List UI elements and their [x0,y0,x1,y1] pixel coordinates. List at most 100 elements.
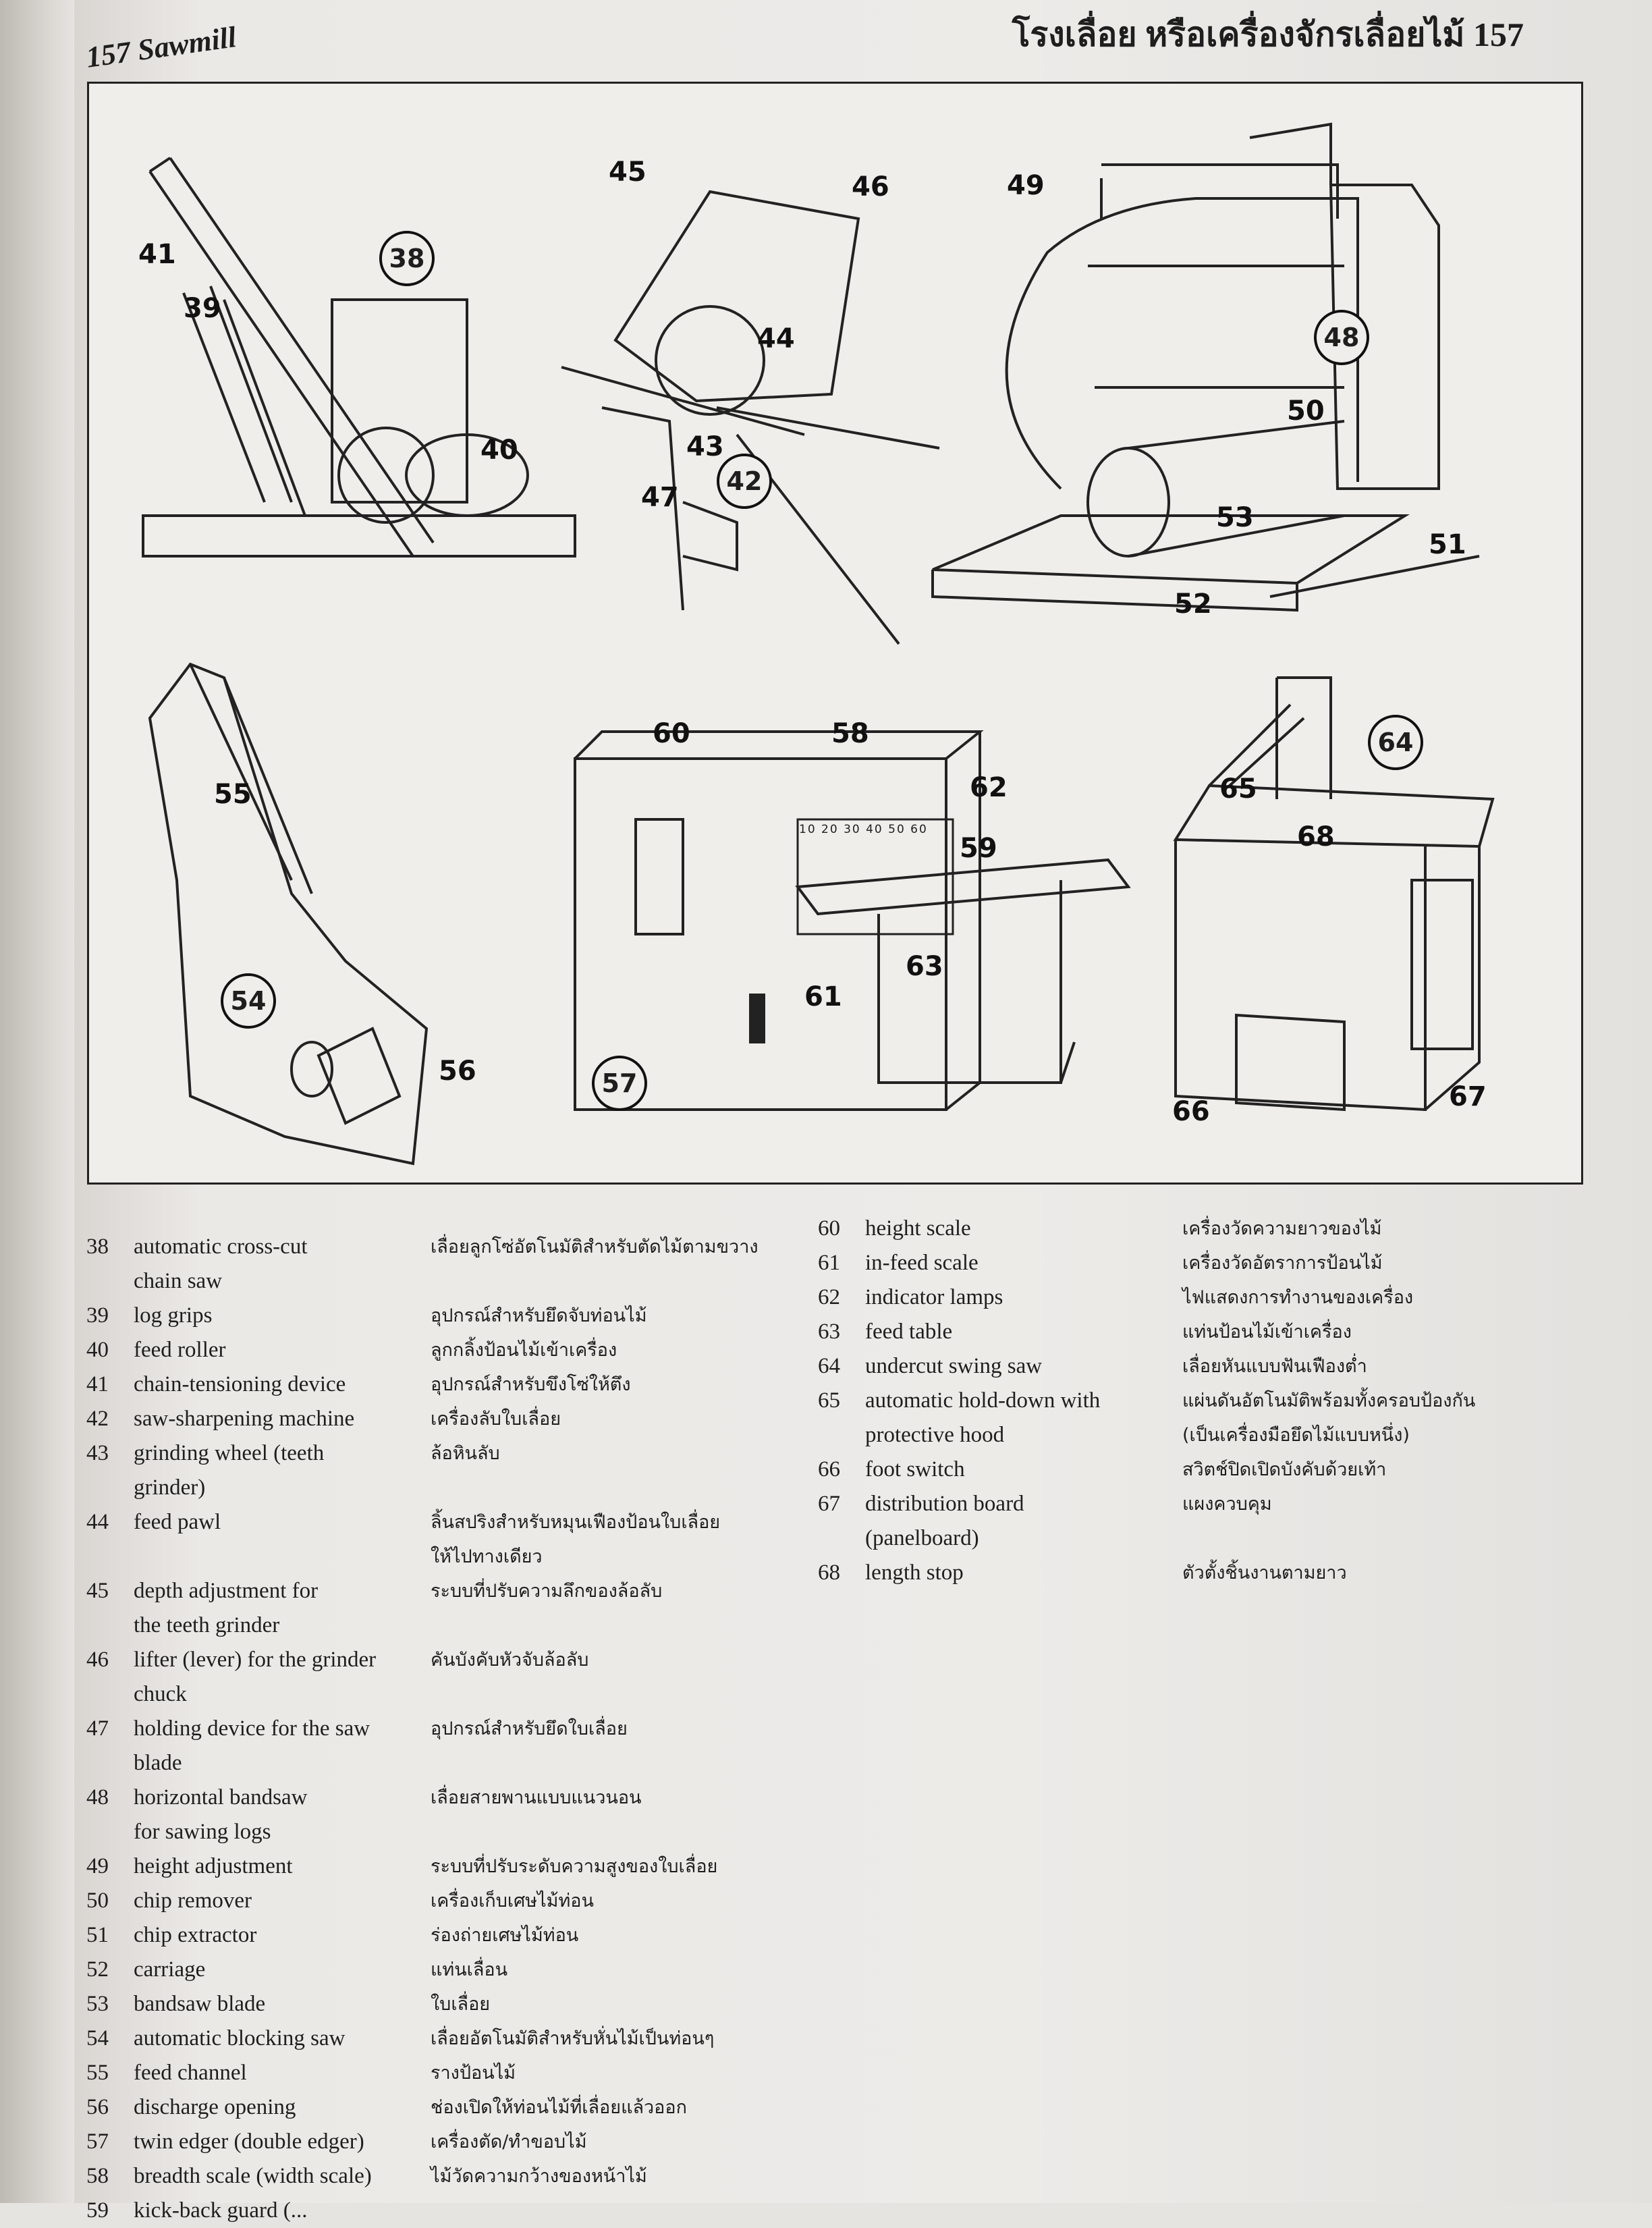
english-term: holding device for the saw [134,1716,370,1741]
entry-thai: เครื่องวัดความยาวของไม้ [1182,1212,1381,1246]
callout-55: 55 [214,779,252,810]
entry-thai: ลูกกลิ้งป้อนไม้เข้าเครื่อง [431,1333,617,1367]
entry-thai: ระบบที่ปรับความลึกของล้อลับ [431,1574,662,1643]
entry-number: 39 [86,1303,109,1328]
english-term: indicator lamps [865,1285,1003,1309]
entry-thai [431,2194,437,2228]
english-term: grinder) [134,1475,206,1500]
entry-number: 44 [86,1510,109,1534]
entry-number: 54 [86,2026,109,2050]
thai-term: เครื่องเก็บเศษไม้ท่อน [431,1891,594,1911]
callout-45: 45 [609,157,646,188]
thai-term: ลิ้นสปริงสำหรับหมุนเฟืองป้อนใบเลื่อย [431,1512,721,1533]
entry-english: indicator lamps [865,1280,1182,1315]
thai-term: ระบบที่ปรับระดับความสูงของใบเลื่อย [431,1856,718,1877]
legend-entry: 39 log grips อุปกรณ์สำหรับยึดจับท่อนไม้ [86,1299,759,1333]
thai-term: อุปกรณ์สำหรับยึดจับท่อนไม้ [431,1305,647,1326]
entry-english: automatic blocking saw [134,2021,431,2056]
entry-number: 64 [818,1354,840,1378]
callout-68: 68 [1297,821,1335,852]
entry-thai: ช่องเปิดให้ท่อนไม้ที่เลื่อยแล้วออก [431,2090,687,2125]
thai-term: สวิตช์ปิดเปิดบังคับด้วยเท้า [1182,1459,1387,1480]
callout-60: 60 [653,718,690,749]
entry-english: holding device for the saw blade [134,1712,431,1781]
callout-42: 42 [717,454,772,509]
thai-term: แท่นป้อนไม้เข้าเครื่อง [1182,1322,1352,1342]
entry-number: 46 [86,1648,109,1672]
thai-term: ไฟแสดงการทำงานของเครื่อง [1182,1287,1414,1308]
entry-thai: ล้อหินลับ [431,1436,500,1505]
illustration-frame: 41 38 39 40 45 46 44 43 42 47 49 48 50 5… [87,82,1583,1185]
english-term: kick-back guard (... [134,2198,308,2223]
entry-number: 63 [818,1320,840,1344]
callout-56: 56 [439,1056,476,1087]
thai-term: เครื่องตัด/ทำขอบไม้ [431,2131,587,2152]
english-term: feed table [865,1320,953,1344]
callout-65: 65 [1219,773,1257,805]
english-term: distribution board [865,1492,1024,1516]
entry-english: bandsaw blade [134,1987,431,2021]
entry-number: 57 [86,2129,109,2154]
callout-38: 38 [379,231,435,286]
entry-english: discharge opening [134,2090,431,2125]
english-term: (panelboard) [865,1526,979,1550]
entry-number: 58 [86,2164,109,2188]
callout-51: 51 [1429,529,1466,560]
entry-english: saw-sharpening machine [134,1402,431,1436]
entry-thai: เลื่อยลูกโซ่อัตโนมัติสำหรับตัดไม้ตามขวาง [431,1230,759,1299]
entry-english: kick-back guard (... [134,2194,431,2228]
entry-english: feed roller [134,1333,431,1367]
entry-number: 42 [86,1407,109,1431]
english-term: height scale [865,1216,971,1241]
english-term: discharge opening [134,2095,296,2119]
english-term: log grips [134,1303,213,1328]
callout-61: 61 [804,981,842,1012]
thai-term: เครื่องวัดอัตราการป้อนไม้ [1182,1253,1383,1274]
entry-thai: ไฟแสดงการทำงานของเครื่อง [1182,1280,1413,1315]
entry-number: 49 [86,1854,109,1878]
english-term: automatic blocking saw [134,2026,346,2050]
thai-term: ล้อหินลับ [431,1443,500,1464]
thai-term: ใบเลื่อย [431,1994,491,2015]
thai-term: เลื่อยอัตโนมัติสำหรับหั่นไม้เป็นท่อนๆ [431,2028,715,2049]
thai-term: ให้ไปทางเดียว [431,1546,543,1567]
page-header-right: โรงเลื่อย หรือเครื่องจักรเลื่อยไม้ 157 [1012,16,1524,53]
entry-number: 51 [86,1923,109,1947]
entry-english: feed pawl [134,1505,431,1574]
entry-english: undercut swing saw [865,1349,1182,1384]
thai-term: เลื่อยลูกโซ่อัตโนมัติสำหรับตัดไม้ตามขวาง [431,1237,759,1257]
thai-term: อุปกรณ์สำหรับขึงโซ่ให้ตึง [431,1374,631,1395]
entry-thai: เครื่องตัด/ทำขอบไม้ [431,2125,587,2159]
english-term: automatic hold-down with [865,1388,1101,1413]
english-term: blade [134,1751,182,1775]
english-term: for sawing logs [134,1820,271,1844]
chain-saw-drawing [142,157,576,558]
entry-thai: รางป้อนไม้ [431,2056,516,2090]
callout-49: 49 [1007,170,1045,201]
breadth-scale-ticks: 10 20 30 40 50 60 [799,823,928,836]
thai-term: (เป็นเครื่องมือยึดไม้แบบหนึ่ง) [1182,1425,1410,1446]
entry-english: foot switch [865,1452,1182,1487]
thai-term: ลูกกลิ้งป้อนไม้เข้าเครื่อง [431,1340,617,1361]
entry-number: 55 [86,2061,109,2085]
callout-47: 47 [641,482,679,513]
english-term: the teeth grinder [134,1613,280,1637]
